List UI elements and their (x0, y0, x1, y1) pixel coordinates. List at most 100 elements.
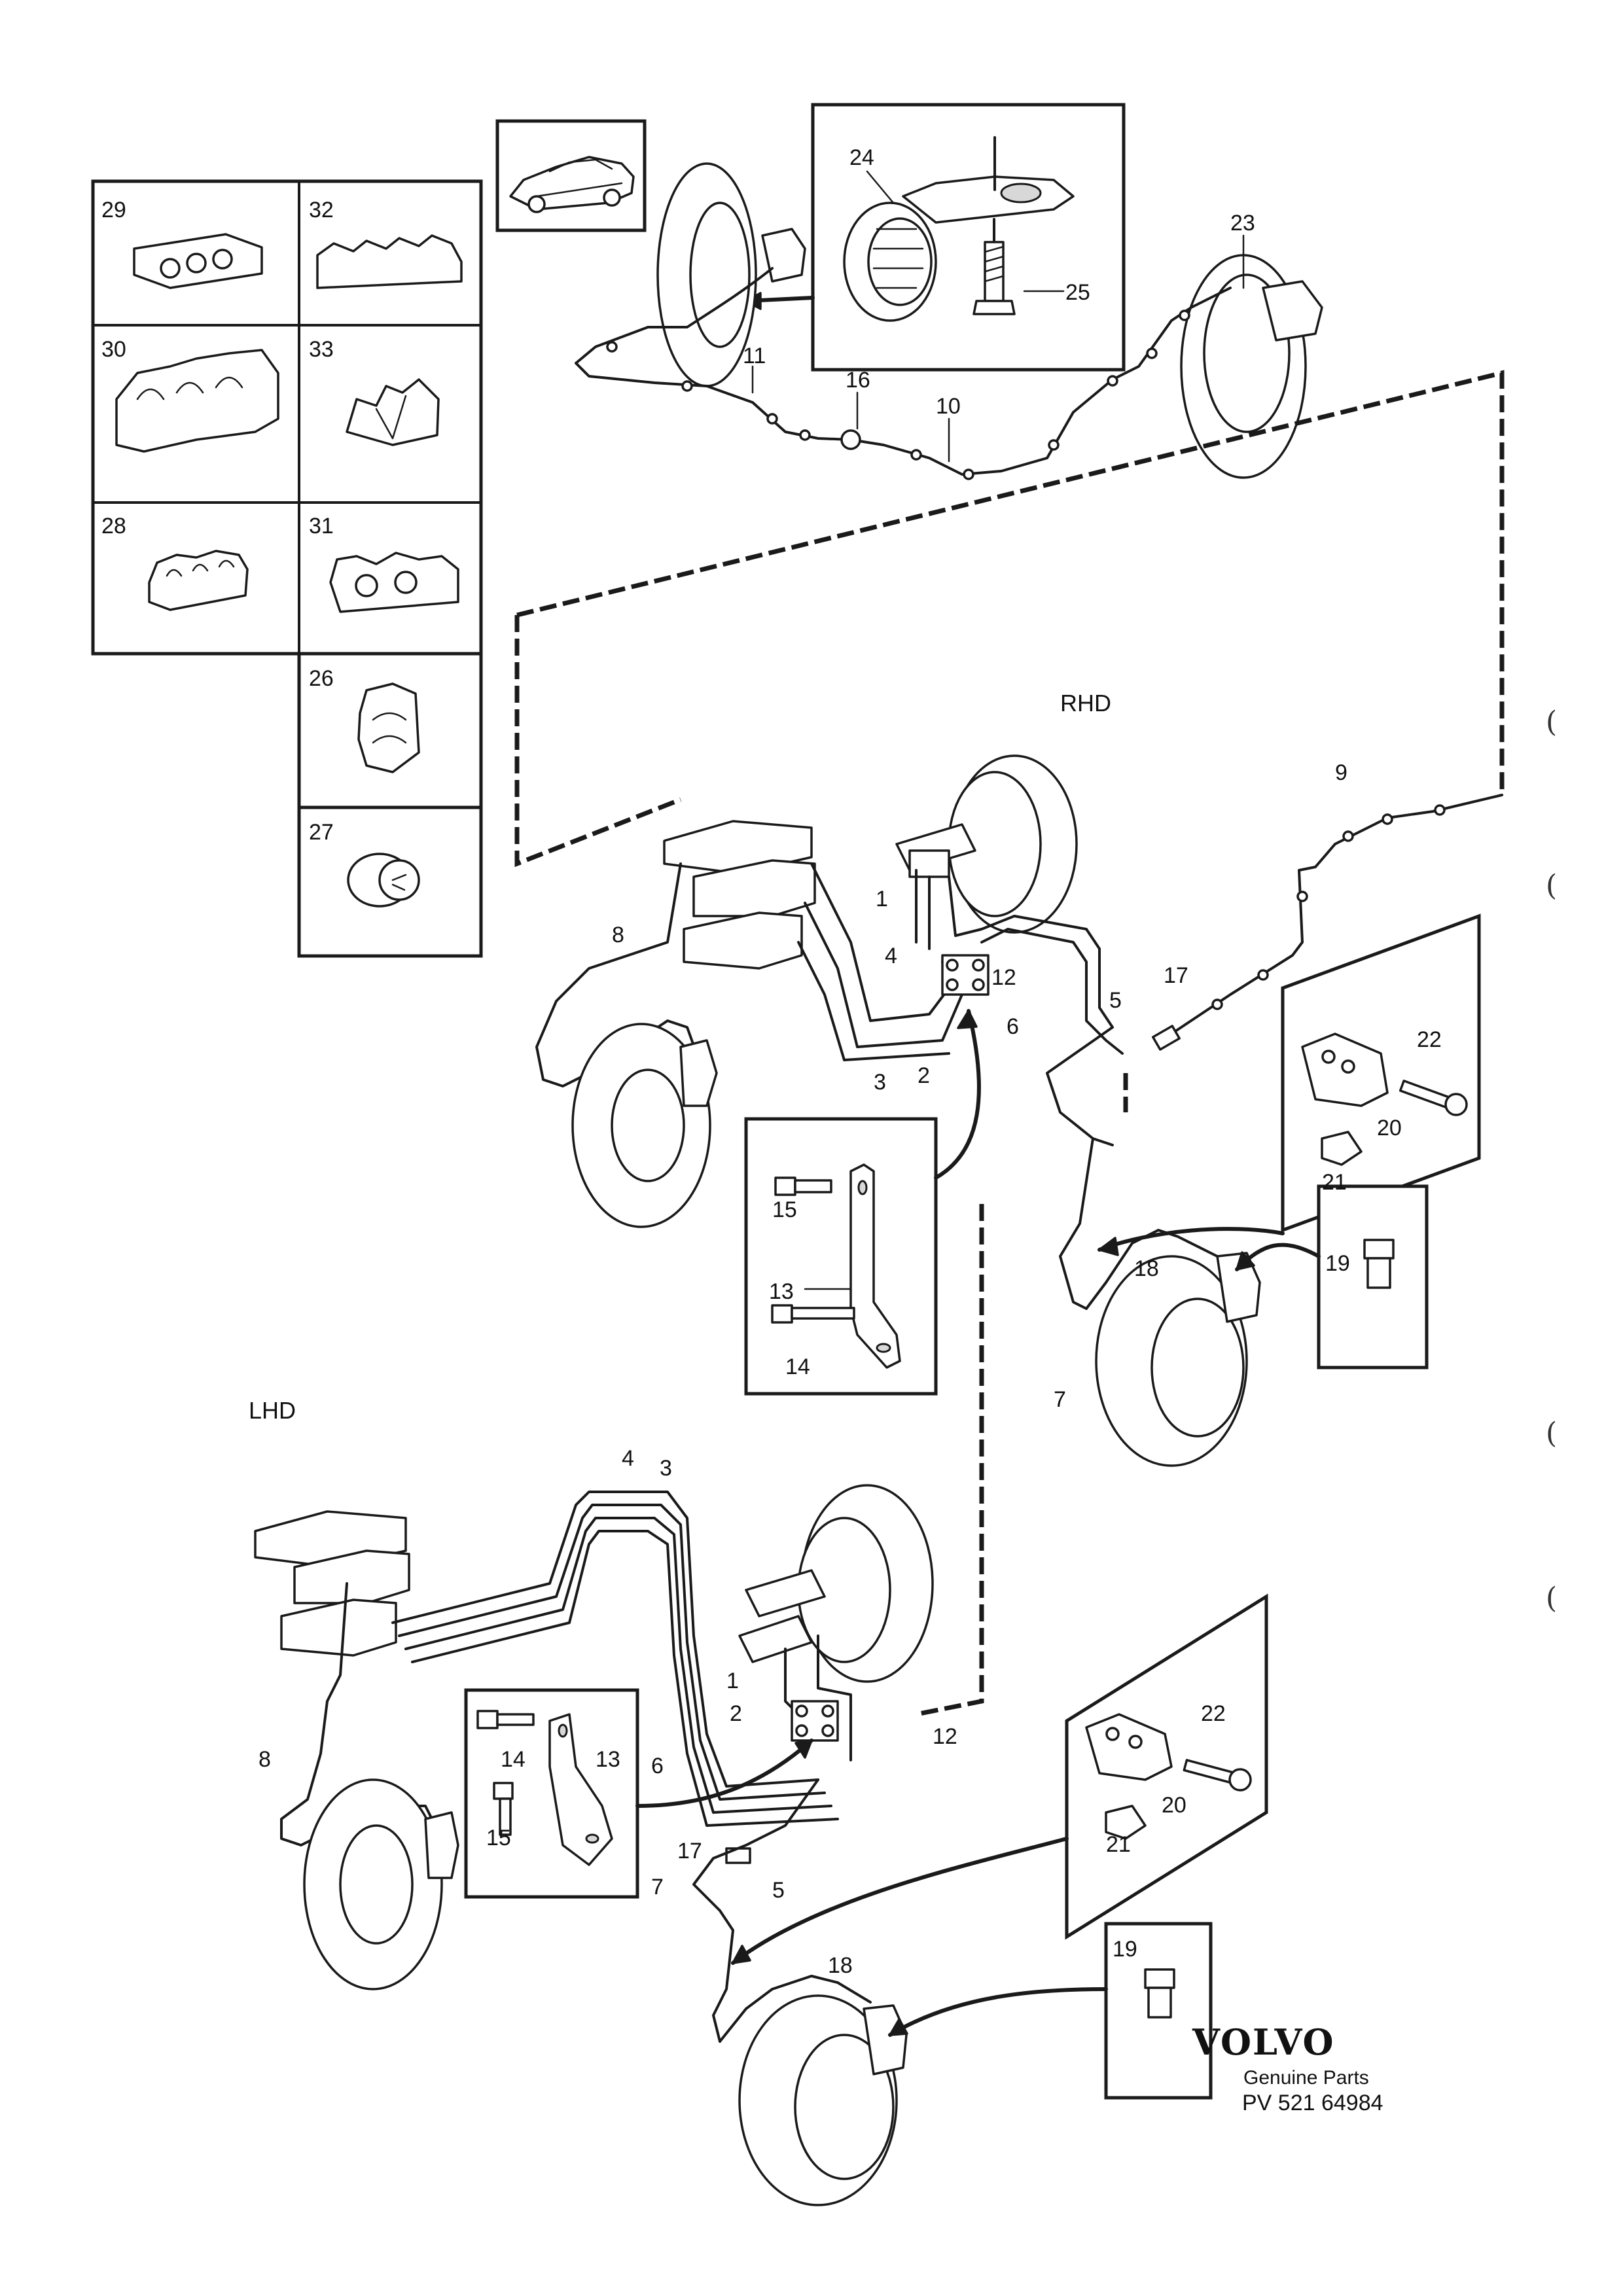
lhd-bracket-20-icon (1085, 1713, 1173, 1781)
callout-5-lhd: 5 (772, 1878, 785, 1903)
callout-21-rhd: 21 (1322, 1170, 1347, 1195)
callout-2-rhd: 2 (918, 1063, 930, 1088)
car-thumbnail (495, 119, 647, 232)
callout-5-rhd: 5 (1109, 988, 1122, 1013)
line-clips-9 (1211, 804, 1446, 1010)
callout-15-lhd: 15 (486, 1826, 511, 1850)
callout-1-rhd: 1 (876, 887, 888, 911)
lhd-front-left-disc-icon (303, 1778, 459, 1990)
lhd-bolt-14-icon (476, 1710, 535, 1729)
t-piece-16-icon (840, 429, 861, 450)
rhd-plug-19-icon (1363, 1239, 1395, 1289)
callout-6-lhd: 6 (651, 1754, 664, 1778)
callout-4-rhd: 4 (885, 944, 897, 968)
callout-6-rhd: 6 (1007, 1014, 1019, 1039)
lhd-plug-19-box (1104, 1922, 1213, 2100)
lhd-bolt-22-icon (1183, 1759, 1252, 1792)
lhd-bolt-15-icon (493, 1782, 514, 1836)
rhd-bolt-14-icon (771, 1304, 855, 1324)
callout-14-lhd: 14 (501, 1747, 526, 1772)
lhd-detail-arrow-20 (731, 1837, 1069, 1965)
lhd-label: LHD (249, 1397, 296, 1424)
rhd-assembly (535, 754, 1503, 1467)
rhd-valve-12-icon (941, 954, 990, 996)
callout-31: 31 (309, 514, 334, 539)
callout-1-lhd: 1 (726, 1669, 739, 1693)
rhd-front-right-disc-icon (1095, 1252, 1261, 1467)
clip-28-icon (148, 550, 249, 611)
callout-29: 29 (101, 198, 126, 222)
clip-parts-grid (91, 179, 483, 958)
car-icon (509, 156, 635, 213)
callout-22-rhd: 22 (1417, 1027, 1442, 1052)
rhd-bracket-detail-20-22 (1281, 913, 1481, 1233)
callout-7-lhd: 7 (651, 1875, 664, 1899)
margin-mark: ( (1546, 705, 1557, 739)
margin-mark: ( (1546, 869, 1557, 902)
bolt-25-icon (972, 218, 1016, 315)
rhd-dashed-outline (514, 370, 1505, 868)
callout-11: 11 (743, 344, 766, 368)
callout-18-rhd: 18 (1134, 1256, 1159, 1281)
rear-left-disc-icon (656, 162, 806, 387)
lhd-lines-bundle (391, 1491, 852, 1827)
lhd-assembly (254, 1484, 1268, 2206)
callout-26: 26 (309, 666, 334, 691)
leader-24 (866, 170, 895, 204)
clip-26-icon (357, 682, 420, 773)
rhd-plug-19-box (1317, 1184, 1429, 1369)
callout-19-lhd: 19 (1113, 1937, 1137, 1962)
rhd-lines-1-6 (797, 862, 1124, 1061)
rhd-abs-unit-icon (663, 820, 816, 970)
brand-block: VOLVO Genuine Parts PV 521 64984 (1192, 2021, 1383, 2115)
callout-33: 33 (309, 337, 334, 362)
clip-31-icon (329, 552, 459, 613)
rhd-union-17-icon (1152, 1025, 1181, 1051)
clip-27-icon (347, 853, 420, 908)
callout-3-rhd: 3 (874, 1070, 886, 1095)
callout-3-lhd: 3 (660, 1456, 672, 1481)
rhd-detail-arrow-20 (1097, 1227, 1285, 1252)
clip-30-icon (115, 349, 279, 453)
bracket-detail-24-25 (811, 103, 1126, 372)
clip-29-icon (133, 233, 263, 289)
callout-2-lhd: 2 (730, 1701, 742, 1726)
rhd-bracket-13-icon (849, 1163, 901, 1369)
clip-32-icon (316, 234, 463, 289)
lhd-abs-unit-icon (254, 1510, 410, 1657)
rhd-bolt-15-icon (774, 1176, 832, 1196)
callout-14-rhd: 14 (785, 1354, 810, 1379)
lhd-line-7 (692, 1778, 819, 2043)
callout-12-lhd: 12 (933, 1724, 957, 1749)
lhd-plug-19-icon (1144, 1968, 1175, 2019)
callout-30: 30 (101, 337, 126, 362)
callout-15-rhd: 15 (772, 1197, 797, 1222)
callout-8-rhd: 8 (612, 923, 624, 947)
callout-19-rhd: 19 (1325, 1251, 1350, 1276)
rhd-bracket-detail (744, 1117, 938, 1396)
rhd-line-8 (535, 862, 705, 1087)
callout-13-rhd: 13 (769, 1279, 794, 1304)
lhd-plug-arrow (888, 1987, 1108, 2037)
lhd-dashed-link (916, 1073, 1128, 1717)
lhd-bracket-detail-20-22 (1065, 1593, 1268, 1940)
rhd-front-left-disc-icon (571, 1023, 718, 1228)
lhd-front-right-disc-icon (738, 1994, 908, 2206)
sensor-bracket-icon (843, 136, 1075, 322)
callout-10: 10 (936, 394, 961, 419)
callout-18-lhd: 18 (828, 1953, 853, 1978)
callout-20-rhd: 20 (1377, 1116, 1402, 1140)
brand-logo: VOLVO (1192, 2021, 1335, 2063)
callout-7-rhd: 7 (1054, 1387, 1066, 1412)
callout-22-lhd: 22 (1201, 1701, 1226, 1726)
callout-20-lhd: 20 (1162, 1793, 1186, 1818)
lhd-brake-booster-icon (738, 1484, 934, 1683)
lhd-bracket-13-icon (548, 1713, 613, 1866)
callout-32: 32 (309, 198, 334, 222)
margin-mark: ( (1546, 1581, 1557, 1615)
part-number: PV 521 64984 (1242, 2091, 1383, 2115)
callout-16: 16 (846, 368, 870, 393)
margin-mark: ( (1546, 1417, 1557, 1450)
callout-12-rhd: 12 (991, 965, 1016, 990)
